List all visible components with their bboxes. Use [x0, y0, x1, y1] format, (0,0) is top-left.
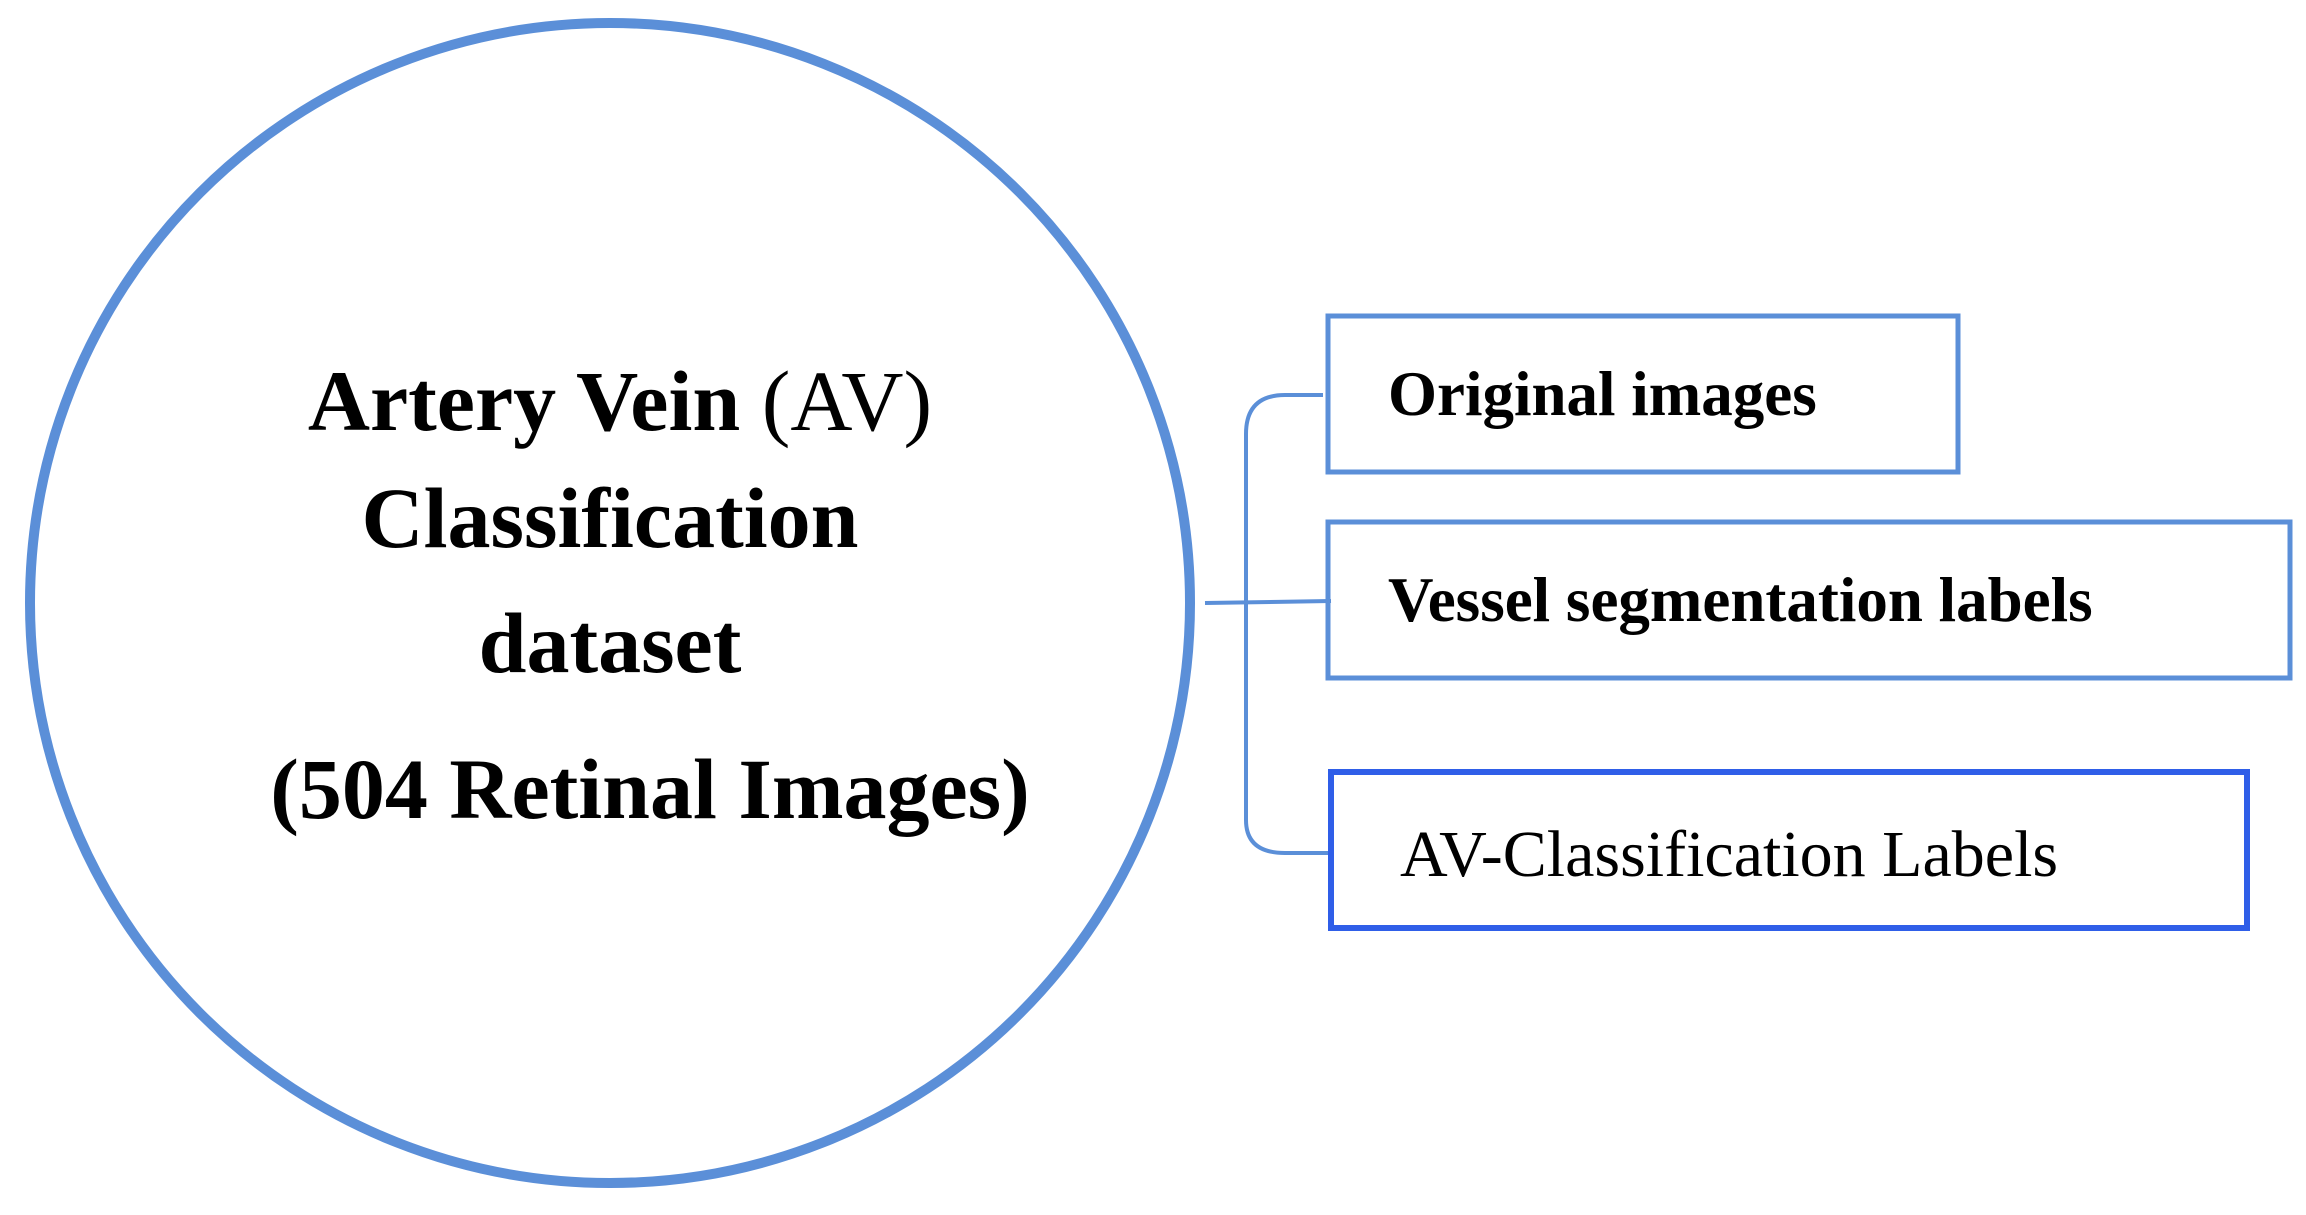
connector-to-original	[1244, 393, 1331, 855]
circle-title-line3: dataset	[478, 595, 742, 691]
box-label-original-images: Original images	[1388, 359, 1817, 429]
box-vessel-segmentation	[1325, 519, 2293, 681]
circle-image-count: (504 Retinal Images)	[270, 741, 1030, 837]
box-label-av-classification: AV-Classification Labels	[1400, 818, 2059, 891]
circle-title-abbrev: (AV)	[761, 353, 933, 449]
box-av-classification	[1328, 769, 2250, 931]
box-original-images	[1325, 313, 1961, 475]
circle-title-line2: Classification	[361, 470, 859, 566]
connector-stem	[1204, 599, 1332, 605]
box-label-vessel-segmentation: Vessel segmentation labels	[1388, 565, 2093, 635]
circle-title-bold: Artery Vein	[307, 353, 741, 449]
dataset-circle	[25, 18, 1195, 1188]
circle-title-line1: Artery Vein (AV)	[120, 358, 1120, 444]
